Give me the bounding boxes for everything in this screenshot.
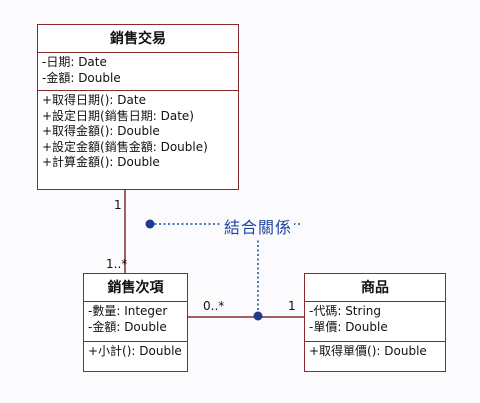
multiplicity-sale-end: 1: [114, 198, 122, 212]
multiplicity-line-item-top: 1..*: [106, 257, 128, 271]
attribute: -代碼: String: [309, 304, 382, 318]
class-operations: +小計(): Double: [84, 341, 187, 363]
attribute: -金額: Double: [88, 319, 167, 334]
operation: +小計(): Double: [88, 344, 182, 358]
multiplicity-line-item-right: 0..*: [203, 299, 225, 313]
operation: +設定金額(銷售金額: Double): [42, 139, 208, 154]
class-attributes: -代碼: String -單價: Double: [305, 302, 445, 341]
attribute: -數量: Integer: [88, 304, 168, 318]
association-class-dot-left: [145, 219, 155, 229]
association-class-dot-bottom: [253, 311, 263, 321]
class-attributes: -數量: Integer -金額: Double: [84, 302, 187, 341]
class-name: 銷售次項: [84, 274, 187, 302]
class-name: 銷售交易: [38, 25, 238, 53]
operation: +取得單價(): Double: [309, 344, 427, 358]
multiplicity-product-left: 1: [288, 299, 296, 313]
class-operations: +取得單價(): Double: [305, 341, 445, 363]
attribute: -單價: Double: [309, 319, 388, 334]
operation: +設定日期(銷售日期: Date): [42, 108, 194, 123]
class-product[interactable]: 商品 -代碼: String -單價: Double +取得單價(): Doub…: [304, 273, 446, 372]
class-attributes: -日期: Date -金額: Double: [38, 53, 238, 90]
operation: +計算金額(): Double: [42, 155, 160, 169]
class-name: 商品: [305, 274, 445, 302]
class-operations: +取得日期(): Date +設定日期(銷售日期: Date) +取得金額():…: [38, 90, 238, 174]
operation: +取得日期(): Date: [42, 93, 146, 107]
class-sale-transaction[interactable]: 銷售交易 -日期: Date -金額: Double +取得日期(): Date…: [37, 24, 239, 190]
attribute: -金額: Double: [42, 70, 121, 85]
class-sale-line-item[interactable]: 銷售次項 -數量: Integer -金額: Double +小計(): Dou…: [83, 273, 188, 372]
association-class-label: 結合關係: [222, 214, 295, 238]
operation: +取得金額(): Double: [42, 124, 160, 138]
attribute: -日期: Date: [42, 55, 107, 69]
